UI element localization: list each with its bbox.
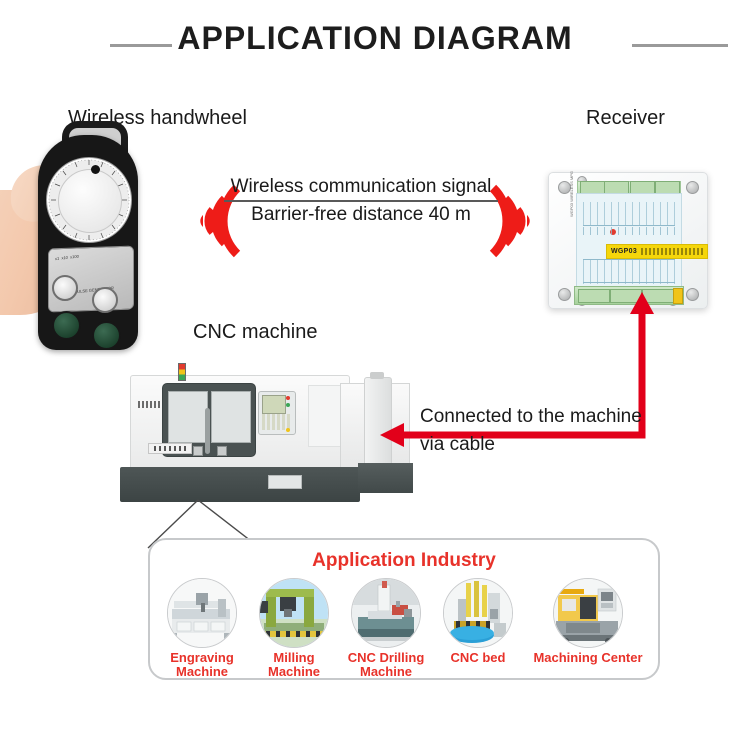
- cnc-nameplate: [148, 443, 192, 454]
- handwheel-button-left[interactable]: [52, 311, 81, 340]
- cnc-signal-tower-light: [178, 363, 186, 381]
- signal-caption-divider: [224, 200, 498, 202]
- cnc-brand-text: [138, 401, 164, 408]
- cable-connection-caption: Connected to the machine via cable: [420, 406, 642, 456]
- handwheel-button-right[interactable]: [92, 321, 121, 350]
- cnc-base-plate: [268, 475, 302, 489]
- milling-machine-icon: [259, 578, 329, 648]
- handwheel-dial-ticks: [48, 159, 130, 241]
- label-cnc-machine: CNC machine: [193, 321, 318, 343]
- industry-item-cnc-drilling-machine[interactable]: CNC Drilling Machine: [340, 578, 432, 678]
- header-rule-right: [632, 44, 728, 47]
- handwheel-axis-selector[interactable]: [52, 275, 78, 301]
- cnc-door-handle[interactable]: [205, 408, 210, 454]
- receiver-model-code: WGP03: [611, 248, 638, 255]
- industry-label-cnc-bed: CNC bed: [432, 651, 524, 665]
- industry-item-machining-center[interactable]: Machining Center: [524, 578, 652, 665]
- application-industry-title: Application Industry: [312, 550, 496, 571]
- cnc-indicator-green: [286, 403, 290, 407]
- cnc-chip-conveyor-column: [364, 377, 392, 471]
- cnc-drilling-machine-icon: [351, 578, 421, 648]
- cnc-window-left: [168, 391, 208, 443]
- industry-label-line1: Engraving: [170, 650, 234, 665]
- screw-icon: [686, 288, 699, 301]
- cnc-display-screen: [262, 395, 286, 414]
- industry-label-line1: CNC bed: [450, 650, 506, 665]
- header-rule-left: [110, 44, 172, 47]
- cnc-machine-illustration: [118, 355, 418, 505]
- receiver-label-barcode: [641, 248, 704, 255]
- receiver-circuit-label: WGP03: [576, 193, 708, 287]
- cnc-indicator-amber: [286, 428, 290, 432]
- cnc-control-panel[interactable]: [258, 391, 296, 435]
- cnc-indicator-red: [286, 396, 290, 400]
- industry-item-cnc-bed[interactable]: CNC bed: [432, 578, 524, 665]
- screw-icon: [558, 288, 571, 301]
- industry-label-milling-machine: Milling Machine: [248, 651, 340, 678]
- signal-caption-line2: Barrier-free distance 40 m: [251, 204, 471, 225]
- signal-waves-left: [185, 182, 243, 260]
- handwheel-step-selector[interactable]: [92, 287, 118, 313]
- label-receiver: Receiver: [586, 107, 665, 129]
- industry-label-machining-center: Machining Center: [524, 651, 652, 665]
- industry-label-engraving-machine: Engraving Machine: [156, 651, 248, 678]
- industry-label-line1: CNC Drilling: [347, 650, 425, 665]
- cnc-base: [120, 467, 360, 502]
- cable-connection-arrow: [380, 292, 654, 447]
- handwheel-dial-face: [58, 169, 122, 233]
- industry-label-cnc-drilling-machine: CNC Drilling Machine: [340, 651, 432, 678]
- application-industry-panel: Application Industry: [148, 538, 660, 680]
- cable-caption-line1: Connected to the machine: [420, 406, 642, 427]
- receiver-side-text: WGP03 WIRELESS MPG: [569, 170, 574, 217]
- application-industry-items: Engraving Machine: [150, 578, 658, 678]
- cnc-door-latch-left[interactable]: [193, 446, 203, 456]
- industry-label-line2: Machine: [359, 663, 412, 679]
- industry-label-line2: Machine: [175, 663, 228, 679]
- page-title: APPLICATION DIAGRAM: [177, 20, 573, 56]
- receiver-model-label: WGP03: [606, 244, 708, 259]
- signal-caption: Wireless communication signal Barrier-fr…: [224, 176, 498, 226]
- industry-label-line1: Machining Center: [533, 650, 643, 665]
- receiver-bottom-terminal-block: [574, 286, 684, 305]
- cnc-door-latch-right[interactable]: [217, 446, 227, 456]
- page-header: APPLICATION DIAGRAM: [0, 0, 750, 72]
- cnc-side-panel: [308, 385, 346, 447]
- handwheel-dial: [46, 157, 132, 243]
- handwheel-knob-dot[interactable]: [91, 165, 100, 174]
- receiver-device: WGP03 WGP03 WIRELESS MPG: [548, 170, 708, 309]
- cnc-bed-icon: [443, 578, 513, 648]
- industry-item-milling-machine[interactable]: Milling Machine: [248, 578, 340, 678]
- engraving-machine-icon: [167, 578, 237, 648]
- cnc-base-right: [358, 463, 413, 493]
- cable-caption-line2: via cable: [420, 434, 495, 455]
- signal-waves-right: [487, 182, 545, 260]
- cnc-window-right: [211, 391, 251, 443]
- machining-center-icon: [553, 578, 623, 648]
- screw-icon: [686, 181, 699, 194]
- industry-label-line2: Machine: [267, 663, 320, 679]
- signal-caption-line1: Wireless communication signal: [230, 176, 492, 197]
- industry-label-line1: Milling: [273, 650, 315, 665]
- cnc-keypad[interactable]: [262, 414, 292, 430]
- cnc-column-cap: [370, 372, 384, 379]
- wireless-handwheel-device: x1 x10 x100 MANUAL PULSE GENERATOR: [0, 121, 180, 365]
- industry-item-engraving-machine[interactable]: Engraving Machine: [156, 578, 248, 678]
- screw-icon: [558, 181, 571, 194]
